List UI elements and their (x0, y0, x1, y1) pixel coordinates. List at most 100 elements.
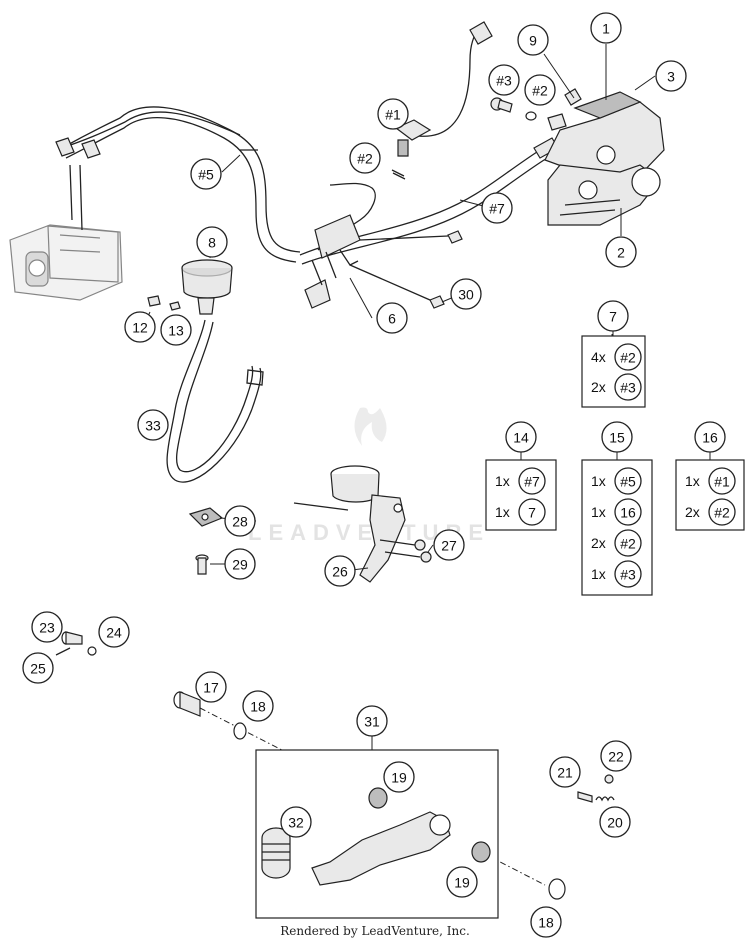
svg-text:#2: #2 (620, 536, 636, 552)
svg-text:26: 26 (332, 564, 348, 580)
part-callout-12: 12 (124, 311, 156, 343)
svg-text:18: 18 (250, 699, 266, 715)
svg-text:#7: #7 (524, 474, 540, 490)
svg-text:17: 17 (203, 680, 219, 696)
part-callout-21: 21 (549, 756, 581, 788)
svg-text:25: 25 (30, 661, 46, 677)
svg-text:#5: #5 (198, 167, 214, 183)
part-callout-23: 23 (31, 611, 63, 643)
svg-text:14: 14 (513, 430, 529, 446)
sub-part-callout-sub-7: #7 (481, 192, 513, 224)
svg-text:16: 16 (620, 505, 636, 521)
kit-boxes (485, 330, 745, 596)
svg-text:2: 2 (617, 245, 625, 261)
svg-text:13: 13 (168, 323, 184, 339)
svg-text:28: 28 (232, 514, 248, 530)
sub-part-callout-sub-2: #2 (349, 142, 381, 174)
kit-7-callout: 7 (597, 300, 629, 332)
svg-text:#5: #5 (620, 474, 636, 490)
kit-item-qty: 1x (591, 473, 606, 489)
svg-text:22: 22 (608, 749, 624, 765)
kit-14-callout: 14 (505, 421, 537, 453)
part-callout-25: 25 (22, 652, 54, 684)
part-callout-27: 27 (433, 529, 465, 561)
svg-text:7: 7 (528, 505, 536, 521)
kit-item-ref: 16 (614, 498, 642, 526)
part-callout-32: 32 (280, 806, 312, 838)
svg-text:#3: #3 (496, 73, 512, 89)
kit-item-qty: 1x (685, 473, 700, 489)
kit-item-ref: #1 (708, 467, 736, 495)
part-callout-29: 29 (224, 548, 256, 580)
svg-text:1: 1 (602, 21, 610, 37)
kit-item-ref: #2 (614, 343, 642, 371)
kit-item-qty: 1x (591, 504, 606, 520)
part-callout-6: 6 (376, 302, 408, 334)
kit-item-ref: #3 (614, 373, 642, 401)
svg-text:16: 16 (702, 430, 718, 446)
part-callout-17: 17 (195, 671, 227, 703)
kit-item-qty: 2x (591, 379, 606, 395)
part-callout-31: 31 (356, 705, 388, 737)
spring-parts-illustration (577, 774, 615, 803)
svg-text:21: 21 (557, 765, 573, 781)
pin-23-illustration (55, 631, 97, 656)
svg-text:33: 33 (145, 418, 161, 434)
part-callout-8: 8 (196, 226, 228, 258)
part-callout-20: 20 (599, 806, 631, 838)
svg-text:19: 19 (391, 770, 407, 786)
part-callout-26: 26 (324, 555, 356, 587)
sub-part-callout-sub-3: #3 (488, 64, 520, 96)
sub-part-callout-sub-2: #2 (524, 74, 556, 106)
kit-item-qty: 4x (591, 349, 606, 365)
kit-16-callout: 16 (694, 421, 726, 453)
kit-item-qty: 1x (591, 566, 606, 582)
part-callout-33: 33 (137, 409, 169, 441)
part-callout-9: 9 (517, 24, 549, 56)
svg-text:#2: #2 (620, 350, 636, 366)
svg-text:8: 8 (208, 235, 216, 251)
reservoir-8-illustration (147, 259, 233, 315)
kit-item-ref: 7 (518, 498, 546, 526)
part-callout-19: 19 (446, 866, 478, 898)
small-parts-illustration (391, 97, 537, 180)
svg-text:#2: #2 (357, 151, 373, 167)
kit-item-qty: 2x (591, 535, 606, 551)
svg-text:29: 29 (232, 557, 248, 573)
reservoir-assembly-illustration (293, 465, 432, 583)
kit-15-callout: 15 (601, 421, 633, 453)
sub-part-callout-sub-5: #5 (190, 158, 222, 190)
sub-part-callout-sub-1: #1 (377, 98, 409, 130)
kit-item-ref: #2 (708, 498, 736, 526)
part-callout-2: 2 (605, 236, 637, 268)
brake-line-5-illustration (55, 106, 301, 263)
part-callout-18: 18 (530, 906, 562, 938)
part-callout-28: 28 (224, 505, 256, 537)
part-callout-3: 3 (655, 60, 687, 92)
kit-item-qty: 1x (495, 504, 510, 520)
svg-text:23: 23 (39, 620, 55, 636)
svg-text:27: 27 (441, 538, 457, 554)
svg-text:#1: #1 (714, 474, 730, 490)
svg-text:#3: #3 (620, 567, 636, 583)
part-callout-13: 13 (160, 314, 192, 346)
part-callout-30: 30 (450, 278, 482, 310)
svg-text:12: 12 (132, 320, 148, 336)
hose-33-illustration (166, 319, 264, 483)
svg-text:15: 15 (609, 430, 625, 446)
svg-text:20: 20 (607, 815, 623, 831)
svg-text:30: 30 (458, 287, 474, 303)
svg-text:7: 7 (609, 309, 617, 325)
sensor-1-illustration (394, 21, 493, 157)
svg-text:18: 18 (538, 915, 554, 931)
kit-item-ref: #2 (614, 529, 642, 557)
bolt-29-illustration (195, 554, 209, 575)
svg-text:24: 24 (106, 625, 122, 641)
washer-18-illustration (548, 878, 566, 900)
svg-text:3: 3 (667, 69, 675, 85)
part-callout-22: 22 (600, 740, 632, 772)
footer-credit: Rendered by LeadVenture, Inc. (280, 924, 470, 938)
